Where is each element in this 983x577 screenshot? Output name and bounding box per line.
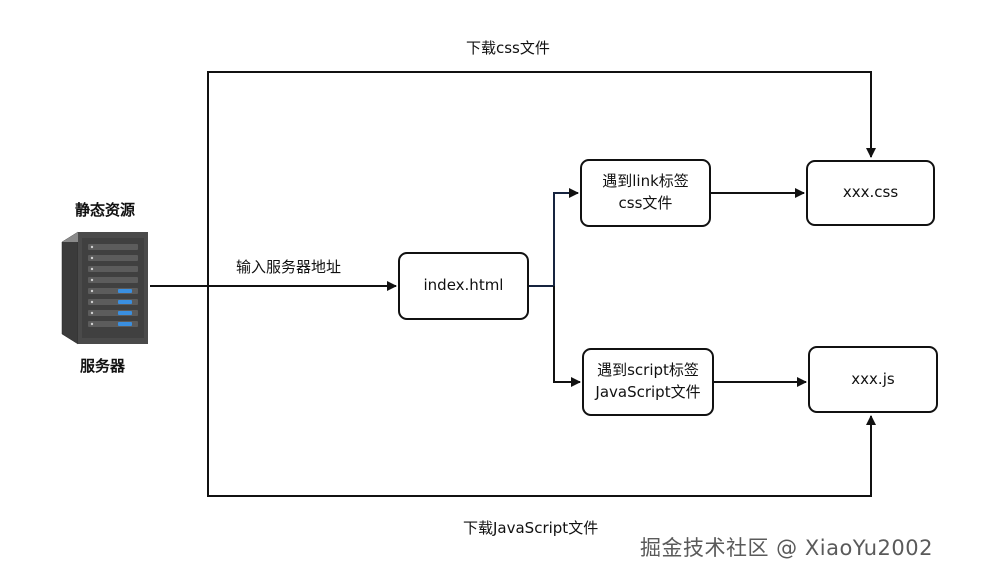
- node-link-tag-line1: 遇到link标签: [602, 172, 689, 191]
- node-script-tag-line1: 遇到script标签: [597, 361, 699, 380]
- node-script-tag: 遇到script标签 JavaScript文件: [582, 348, 714, 416]
- node-link-tag-line2: css文件: [618, 194, 673, 212]
- node-css-file: xxx.css: [806, 160, 935, 226]
- server-top-label: 静态资源: [75, 201, 136, 219]
- edge-label-download-js: 下载JavaScript文件: [463, 519, 599, 537]
- edge-branch-to-link: [553, 188, 579, 286]
- server-bottom-label: 服务器: [80, 357, 126, 375]
- node-js-file: xxx.js: [808, 346, 938, 413]
- watermark: 掘金技术社区 @ XiaoYu2002: [640, 536, 933, 560]
- node-index-label: index.html: [423, 276, 504, 295]
- edge-label-download-css: 下载css文件: [466, 39, 550, 57]
- server-icon: [61, 231, 148, 345]
- edge-label-input-address: 输入服务器地址: [236, 258, 342, 276]
- node-css-file-label: xxx.css: [842, 183, 899, 202]
- edge-download-css: [207, 71, 876, 286]
- node-script-tag-line2: JavaScript文件: [595, 383, 701, 401]
- edge-download-js: [207, 286, 876, 497]
- edge-branch-to-script: [553, 286, 581, 387]
- node-link-tag: 遇到link标签 css文件: [580, 159, 711, 227]
- node-index-html: index.html: [398, 252, 529, 320]
- node-js-file-label: xxx.js: [851, 369, 895, 388]
